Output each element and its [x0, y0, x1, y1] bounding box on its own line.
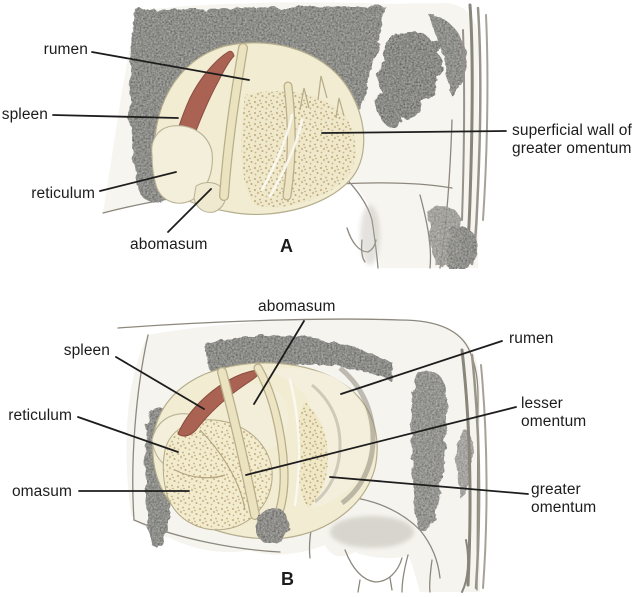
panel-b-illustration [77, 318, 529, 593]
charcoal-band-b [205, 335, 394, 380]
label-rumen-b: rumen [509, 330, 554, 347]
label-spleen-b: spleen [63, 342, 110, 359]
leader-reticulum-a [99, 171, 177, 192]
leader-abomasum-b [253, 320, 305, 405]
label-lesser-omentum-b: lesser omentum [521, 395, 587, 430]
hip-black-patch-a [374, 31, 444, 127]
panel-letter-a: A [280, 236, 293, 256]
leg-dark-patch-a [428, 205, 462, 266]
label-superficial-wall-a: superficial wall of greater omentum [512, 122, 632, 157]
label-omasum-b: omasum [11, 483, 72, 500]
tail-base-a [428, 14, 467, 96]
label-reticulum-b: reticulum [8, 407, 72, 424]
label-abomasum-b: abomasum [258, 298, 336, 315]
leader-reticulum-b [77, 416, 179, 453]
leader-lesser-omentum-b [245, 406, 517, 476]
thigh-shading-b [330, 516, 414, 548]
label-reticulum-a: reticulum [31, 185, 95, 202]
reticulum-shape-a [151, 125, 213, 204]
leader-spleen-a [52, 114, 179, 119]
leader-lines-b [77, 320, 529, 495]
leader-abomasum-a [167, 188, 212, 233]
leader-greater-omentum-b [329, 476, 529, 495]
leader-spleen-b [115, 356, 205, 410]
greater-omentum-stipple-a [241, 91, 356, 208]
greater-omentum-stipple-b [296, 402, 328, 508]
omental-bands-a [219, 43, 304, 201]
tail-b [460, 348, 488, 593]
dark-drape-b [411, 370, 447, 532]
rumen-inner-arc-b [311, 383, 342, 504]
leader-rumen-b [340, 340, 503, 395]
rumen-dorsal-marks-a [299, 75, 345, 119]
leader-lines-a [52, 51, 507, 233]
rumen-outer-arc-b [338, 366, 376, 506]
label-abomasum-a: abomasum [130, 236, 208, 253]
leader-rumen-a [91, 51, 250, 81]
leader-superficial-wall-a [321, 130, 507, 134]
leg-shading-a [360, 205, 380, 265]
abomasum-shape-a [193, 182, 227, 213]
label-spleen-a: spleen [1, 106, 48, 123]
spleen-shape-b [177, 369, 261, 437]
label-rumen-a: rumen [43, 41, 88, 58]
dark-clump-b [256, 508, 289, 545]
label-greater-omentum-b: greater omentum [531, 481, 597, 516]
panel-a-illustration [52, 2, 507, 269]
panel-letter-b: B [281, 569, 294, 589]
